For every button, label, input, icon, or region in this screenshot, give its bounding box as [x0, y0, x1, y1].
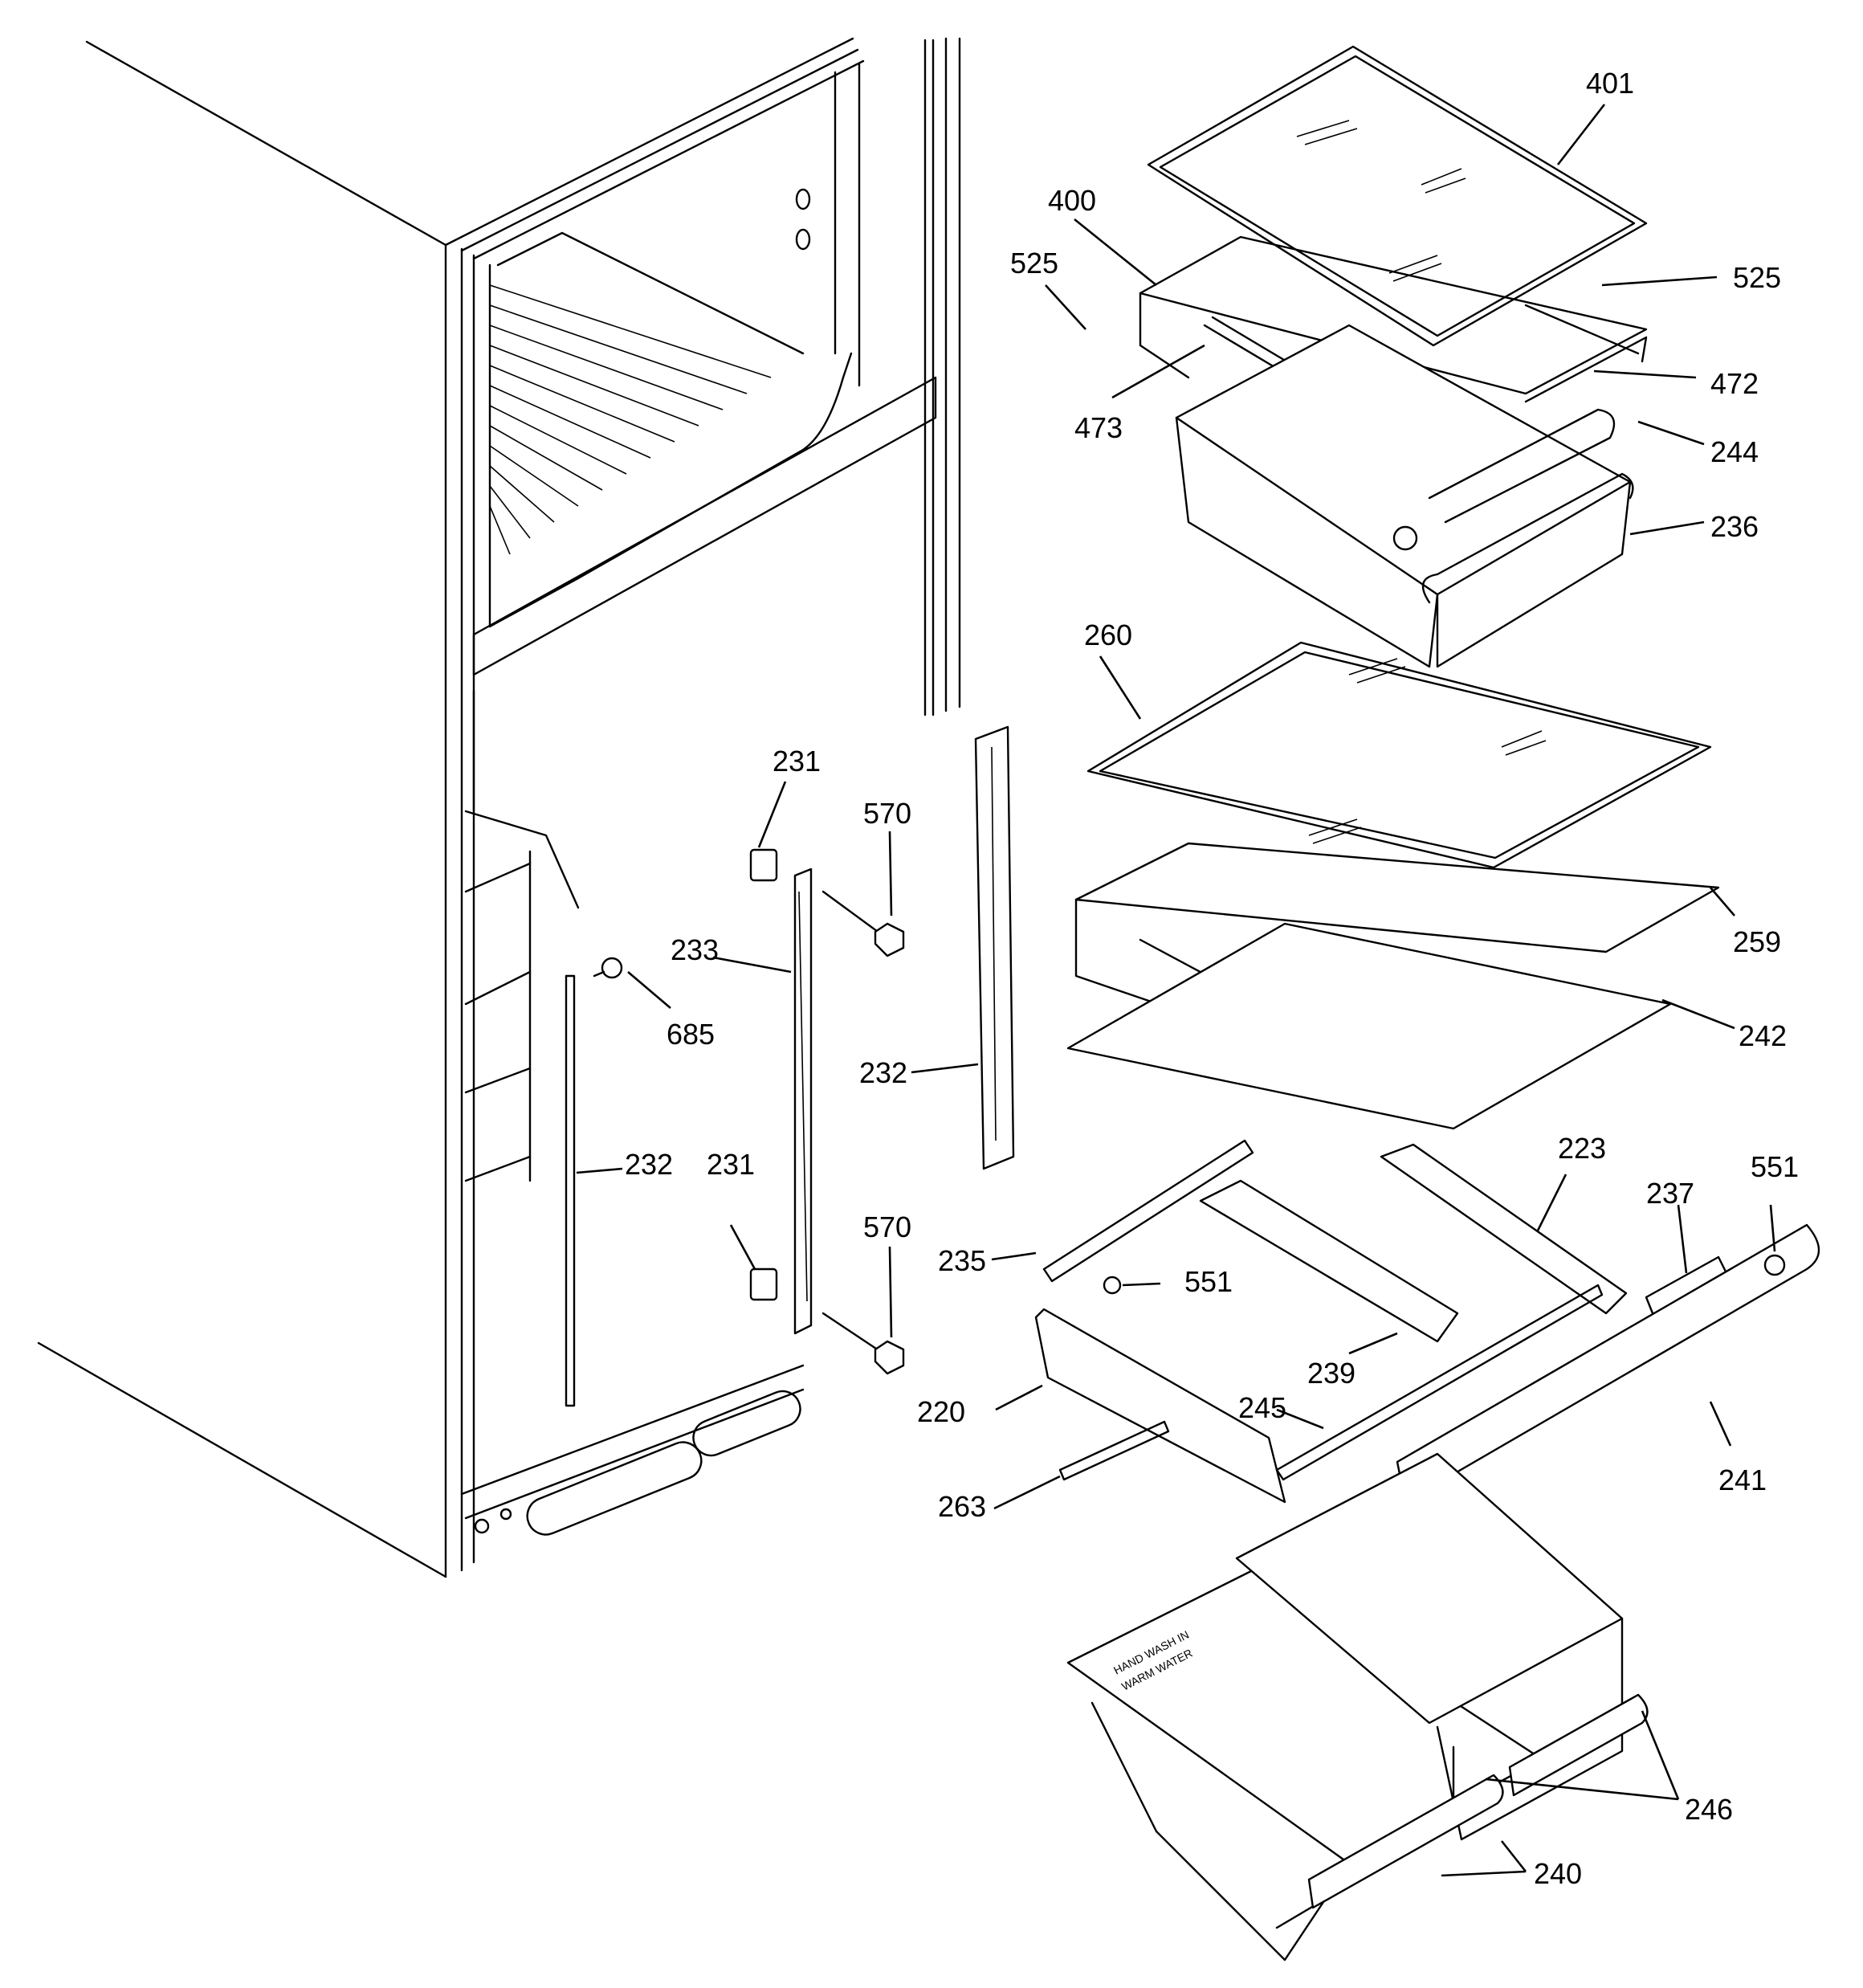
label-525-right: 525: [1733, 261, 1781, 294]
label-240: 240: [1534, 1857, 1582, 1890]
label-400: 400: [1048, 184, 1096, 217]
label-232-left: 232: [625, 1148, 673, 1181]
label-551-center: 551: [1184, 1265, 1233, 1298]
label-473: 473: [1074, 411, 1123, 444]
part-labels: 401 400 525 525 472 473 244 236 260 259 …: [625, 67, 1799, 1890]
label-245: 245: [1238, 1391, 1286, 1424]
label-231-bottom: 231: [707, 1148, 755, 1181]
label-525-left: 525: [1010, 247, 1058, 280]
label-570-bottom: 570: [863, 1210, 911, 1243]
crisper-bins-240: HAND WASH IN WARM WATER: [1066, 1452, 1649, 1961]
label-401: 401: [1586, 67, 1634, 100]
label-232-right: 232: [859, 1056, 907, 1089]
label-236: 236: [1710, 510, 1759, 543]
freezer-ribs: [489, 284, 772, 555]
label-235: 235: [938, 1244, 986, 1277]
label-237: 237: [1646, 1177, 1694, 1210]
label-244: 244: [1710, 435, 1759, 468]
label-259: 259: [1733, 925, 1781, 958]
label-223: 223: [1558, 1132, 1606, 1165]
glass-shelf-260: [1086, 641, 1712, 869]
crisper-frame: [1034, 1139, 1820, 1504]
label-233: 233: [671, 933, 719, 966]
refrigerator-cabinet: [37, 37, 961, 1578]
label-220: 220: [917, 1395, 965, 1428]
label-685: 685: [667, 1018, 715, 1051]
deli-drawer-236: [1175, 324, 1634, 668]
label-242: 242: [1739, 1019, 1787, 1052]
glass-shelf-401: [1147, 45, 1648, 347]
label-551-right: 551: [1751, 1150, 1799, 1183]
label-472: 472: [1710, 367, 1759, 400]
label-241: 241: [1718, 1463, 1767, 1496]
crisper-cover-glass-242: [1066, 922, 1672, 1130]
label-231-top: 231: [773, 745, 821, 778]
label-246: 246: [1685, 1793, 1733, 1826]
leader-lines: [576, 104, 1776, 1877]
shelf-supports: [565, 725, 1015, 1407]
label-260: 260: [1084, 618, 1132, 651]
label-570-top: 570: [863, 797, 911, 830]
label-239: 239: [1307, 1357, 1355, 1390]
label-263: 263: [938, 1490, 986, 1523]
